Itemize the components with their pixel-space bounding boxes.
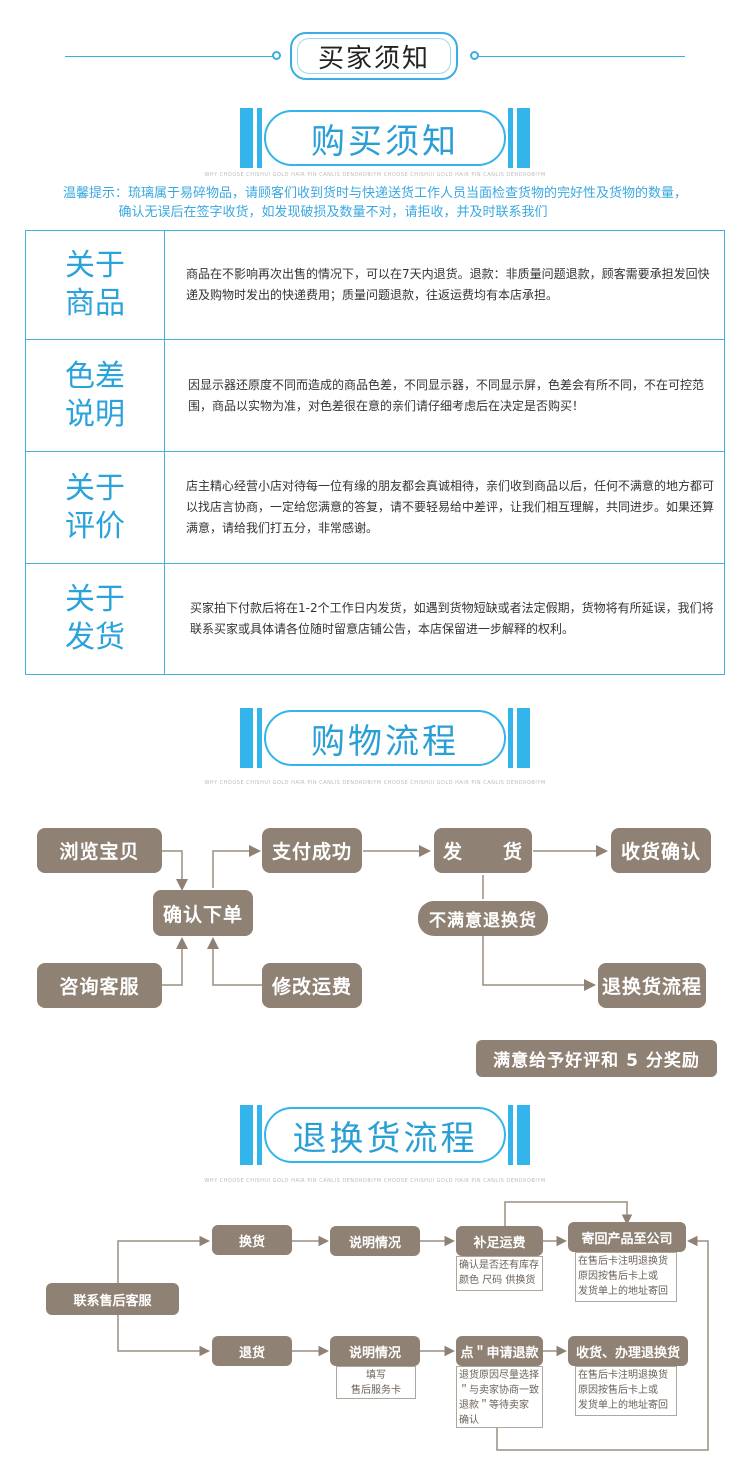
header-dot-left (272, 51, 281, 60)
info-row-product: 关于商品 商品在不影响再次出售的情况下，可以在7天内退货。退款：非质量问题退款，… (26, 231, 724, 340)
flow-consult: 咨询客服 (37, 963, 162, 1008)
flow-paid: 支付成功 (262, 828, 362, 873)
info-body-text: 因显示器还原度不同而造成的商品色差，不同显示器，不同显示屏，色差会有所不同，不在… (188, 377, 705, 413)
info-head: 关于发货 (26, 564, 165, 674)
return-send-back: 寄回产品至公司 (568, 1222, 686, 1252)
flow-unsatisfied: 不满意退换货 (418, 901, 548, 936)
info-body: 因显示器还原度不同而造成的商品色差，不同显示器，不同显示屏，色差会有所不同，不在… (188, 340, 716, 451)
info-body: 店主精心经营小店对待每一位有缘的朋友都会真诚相待，亲们收到商品以后，任何不满意的… (186, 452, 716, 563)
return-pay-shipping: 补足运费 (456, 1226, 543, 1256)
section-title-purchase: 购买须知 (311, 121, 459, 162)
page-title: 买家须知 (290, 32, 458, 80)
flow-confirm-order: 确认下单 (153, 890, 253, 936)
header-dot-right (470, 51, 479, 60)
info-head: 关于评价 (26, 452, 165, 563)
return-fill-card-note: 填写 售后服务卡 (336, 1366, 416, 1399)
header-line-right (475, 56, 685, 57)
section-banner-shopping: 购物流程 (240, 708, 530, 768)
info-head-text: 关于商品 (65, 248, 125, 321)
page-title-text: 买家须知 (317, 43, 430, 74)
flow-modify-shipping: 修改运费 (262, 963, 362, 1008)
return-explain-exchange: 说明情况 (330, 1226, 420, 1256)
info-body-text: 商品在不影响再次出售的情况下，可以在7天内退货。退款：非质量问题退款，顾客需要承… (186, 267, 710, 302)
info-row-review: 关于评价 店主精心经营小店对待每一位有缘的朋友都会真诚相待，亲们收到商品以后，任… (26, 452, 724, 564)
flow-receive: 收货确认 (611, 828, 711, 873)
flow-reward: 满意给予好评和 5 分奖励 (476, 1040, 717, 1077)
return-pay-note: 确认是否还有库存 颜色 尺码 供换货 (456, 1256, 543, 1291)
section-tagline-purchase: WHY CHOOSE CHISHUI GOLD HAIR PIN CANLIS … (204, 172, 546, 178)
info-body: 买家拍下付款后将在1-2个工作日内发货，如遇到货物短缺或者法定假期，货物将有所延… (190, 564, 716, 674)
info-head: 关于商品 (26, 231, 165, 339)
flow-return-process: 退换货流程 (598, 963, 706, 1008)
flow-ship: 发 货 (434, 828, 532, 873)
return-contact-service: 联系售后客服 (46, 1283, 179, 1315)
return-explain-refund: 说明情况 (330, 1336, 420, 1366)
info-head: 色差说明 (26, 340, 165, 451)
info-head-text: 关于评价 (65, 470, 125, 544)
return-refund: 退货 (212, 1336, 292, 1366)
return-exchange: 换货 (212, 1225, 292, 1255)
section-banner-purchase: 购买须知 (240, 108, 530, 168)
header-line-left (65, 56, 277, 57)
info-row-color: 色差说明 因显示器还原度不同而造成的商品色差，不同显示器，不同显示屏，色差会有所… (26, 340, 724, 452)
section-banner-returns: 退换货流程 (240, 1105, 530, 1165)
info-body-text: 店主精心经营小店对待每一位有缘的朋友都会真诚相待，亲们收到商品以后，任何不满意的… (186, 479, 715, 535)
notice-line-1: 温馨提示：琉璃属于易碎物品，请顾客们收到货时与快递送货工作人员当面检查货物的完好… (62, 186, 687, 201)
info-row-shipping: 关于发货 买家拍下付款后将在1-2个工作日内发货，如遇到货物短缺或者法定假期，货… (26, 564, 724, 674)
section-tagline-shopping: WHY CHOOSE CHISHUI GOLD HAIR PIN CANLIS … (204, 780, 546, 786)
section-title-returns: 退换货流程 (292, 1118, 478, 1159)
section-tagline-returns: WHY CHOOSE CHISHUI GOLD HAIR PIN CANLIS … (204, 1178, 546, 1184)
page-title-frame (297, 38, 451, 74)
return-apply-note: 退货原因尽量选择 ＂与卖家协商一致 退款＂等待卖家 确认 (456, 1366, 543, 1428)
info-table: 关于商品 商品在不影响再次出售的情况下，可以在7天内退货。退款：非质量问题退款，… (25, 230, 725, 675)
notice-line-2: 确认无误后在签字收货，如发现破损及数量不对，请拒收，并及时联系我们 (118, 205, 548, 220)
info-body: 商品在不影响再次出售的情况下，可以在7天内退货。退款：非质量问题退款，顾客需要承… (186, 231, 716, 339)
return-receive-note: 在售后卡注明退换货 原因按售后卡上或 发货单上的地址寄回 (575, 1366, 677, 1416)
info-head-text: 关于发货 (65, 582, 125, 655)
return-send-note: 在售后卡注明退换货 原因按售后卡上或 发货单上的地址寄回 (575, 1252, 677, 1302)
section-title-shopping: 购物流程 (311, 721, 459, 762)
return-receive-refund: 收货、办理退换货 (568, 1336, 688, 1366)
info-head-text: 色差说明 (65, 358, 125, 432)
return-apply-refund: 点＂申请退款 (456, 1336, 543, 1366)
flow-browse: 浏览宝贝 (37, 828, 162, 873)
info-body-text: 买家拍下付款后将在1-2个工作日内发货，如遇到货物短缺或者法定假期，货物将有所延… (190, 601, 714, 636)
